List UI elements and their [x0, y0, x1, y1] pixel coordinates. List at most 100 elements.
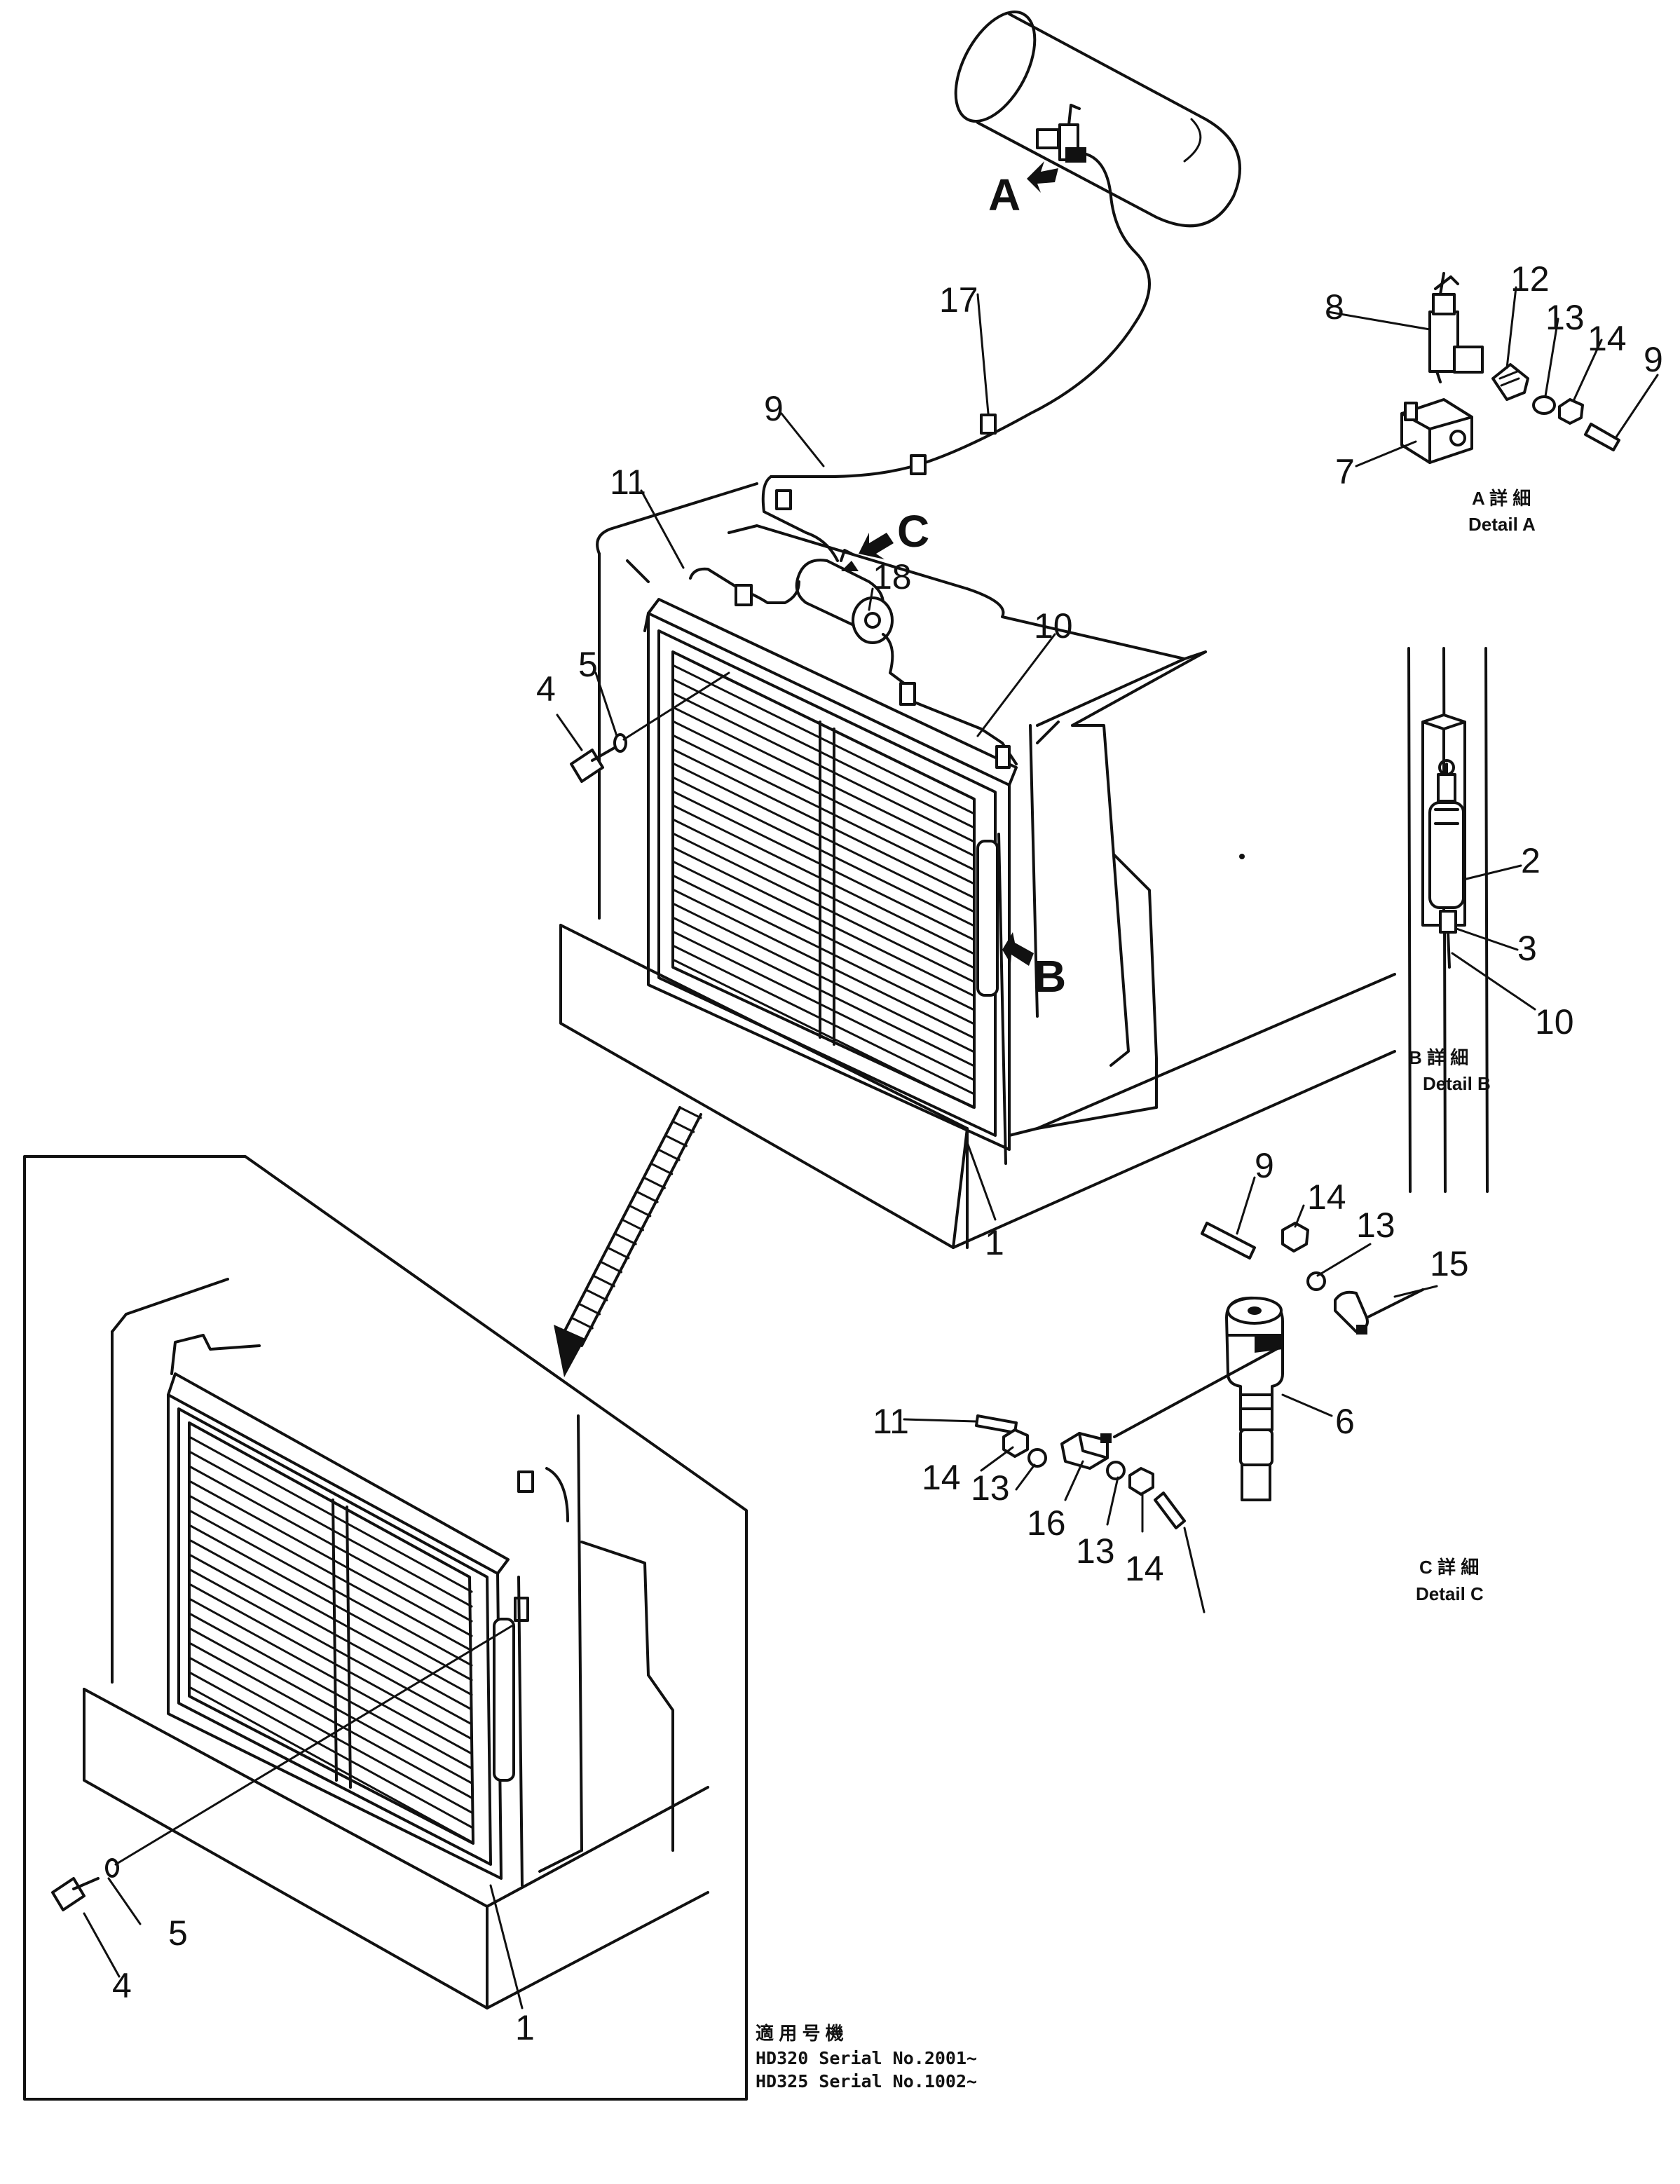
callout-14-c3: 14 — [1125, 1549, 1164, 1588]
stray-dot — [1239, 854, 1245, 859]
detail-b-cylinder-2 — [1428, 759, 1465, 909]
detail-a-caption-en: Detail A — [1468, 514, 1536, 535]
applicability-heading: 適 用 号 機 — [756, 2023, 844, 2044]
detail-c-nut-14c — [1128, 1467, 1154, 1496]
guide-hatch — [599, 1260, 623, 1274]
shutter-slat — [189, 1569, 473, 1726]
shutter-slat — [189, 1466, 473, 1623]
shutter-slat — [673, 735, 974, 885]
detail-b-caption-en: Detail B — [1423, 1073, 1491, 1094]
detail-c-leaders — [903, 1176, 1438, 1533]
guide-hatch — [635, 1190, 659, 1203]
shutter-slat — [673, 749, 974, 899]
callout-15: 15 — [1430, 1244, 1469, 1283]
callout-14-a: 14 — [1587, 319, 1627, 358]
callout-14-c2: 14 — [922, 1458, 961, 1497]
view-guide-arrow — [554, 1106, 702, 1377]
view-arrow-b — [1002, 932, 1034, 966]
air-tank — [954, 11, 1241, 228]
shutter-slat — [673, 917, 974, 1067]
shutter-slat — [673, 903, 974, 1053]
guide-hatch — [613, 1232, 637, 1245]
callout-10-b: 10 — [1535, 1002, 1574, 1042]
detail-c-sleeve-13a — [1306, 1271, 1326, 1291]
shutter-slat — [673, 959, 974, 1109]
callout-13-c2: 13 — [971, 1468, 1010, 1508]
callout-4-main: 4 — [536, 669, 556, 709]
callout-1-main: 1 — [985, 1223, 1004, 1262]
detail-a-drain-valve-8 — [1428, 272, 1484, 383]
shutter-slat — [673, 875, 974, 1025]
guide-hatch — [592, 1274, 615, 1288]
view-label-a: A — [988, 170, 1020, 220]
guide-hatch — [671, 1120, 695, 1133]
view-label-b: B — [1034, 951, 1066, 1002]
air-pipes-10-11 — [689, 567, 1018, 769]
callout-13-c1: 13 — [1356, 1206, 1395, 1245]
shutter-slat — [673, 678, 974, 828]
detail-c-nut-14a — [1281, 1222, 1309, 1253]
detail-c-caption-en: Detail C — [1416, 1583, 1484, 1604]
callout-11-c: 11 — [873, 1402, 909, 1441]
shutter-slat — [673, 945, 974, 1095]
shutter-slat — [189, 1554, 473, 1711]
callout-18: 18 — [873, 557, 912, 596]
shutter-slat — [189, 1510, 473, 1667]
main-leaders — [556, 293, 1056, 1221]
shutter-slat — [189, 1627, 473, 1784]
callout-14-c1: 14 — [1307, 1178, 1346, 1217]
callout-9-a: 9 — [1644, 340, 1663, 379]
detail-c-pipe-lower — [1154, 1492, 1206, 1613]
guide-hatch — [628, 1204, 652, 1217]
shutter-slat — [673, 707, 974, 856]
view-arrow-a — [1027, 161, 1058, 193]
callout-11-main: 11 — [610, 463, 646, 502]
detail-b-caption-jp: B 詳 細 — [1409, 1047, 1468, 1068]
shutter-slat — [189, 1642, 473, 1799]
shutter-slat — [189, 1495, 473, 1652]
shutter-slat — [673, 777, 974, 927]
callout-9-c: 9 — [1255, 1146, 1274, 1185]
shutter-slat — [673, 833, 974, 983]
detail-c-sleeve-13b — [1027, 1448, 1047, 1468]
detail-a-leaders — [1327, 286, 1659, 467]
callout-13-c3: 13 — [1076, 1531, 1115, 1571]
guide-hatch — [657, 1148, 681, 1161]
air-pipe-9 — [761, 153, 1151, 562]
guide-hatch — [585, 1288, 608, 1302]
inset-leaders — [83, 1877, 524, 2009]
detail-c-tee-16 — [1060, 1432, 1112, 1470]
shutter-slat — [189, 1583, 473, 1740]
shutter-slat — [673, 763, 974, 913]
shutter-slat — [673, 721, 974, 871]
callout-13-a: 13 — [1545, 298, 1585, 337]
detail-a-block-7 — [1400, 398, 1473, 464]
detail-c-sleeve-13c — [1106, 1461, 1126, 1480]
shutter-slat — [673, 692, 974, 842]
detail-b-elbow-3 — [1439, 910, 1457, 969]
applicability-line-2: HD325 Serial No.1002~ — [756, 2071, 977, 2091]
callout-9-main: 9 — [764, 389, 784, 428]
callout-8: 8 — [1325, 287, 1344, 327]
callout-17: 17 — [939, 280, 978, 320]
shutter-slat — [189, 1598, 473, 1755]
callout-6: 6 — [1335, 1402, 1355, 1441]
callout-10-main: 10 — [1034, 606, 1073, 646]
shutter-slat — [673, 805, 974, 955]
inset-bolt-4 — [51, 1625, 513, 1911]
shutter-slat — [189, 1480, 473, 1637]
detail-a-pipe-9 — [1584, 423, 1620, 451]
shutter-slat — [673, 664, 974, 814]
applicability-line-1: HD320 Serial No.2001~ — [756, 2048, 977, 2068]
engine-hood-body — [559, 482, 1396, 1249]
shutter-slat — [673, 889, 974, 1039]
guide-hatch — [664, 1134, 688, 1147]
bolt-4-upper — [570, 671, 730, 783]
detail-c-elbow-15 — [1334, 1288, 1424, 1335]
shutter-slat — [673, 931, 974, 1081]
detail-a-caption-jp: A 詳 細 — [1472, 488, 1531, 509]
callout-5-inset: 5 — [168, 1913, 188, 1953]
detail-b-leaders — [1451, 864, 1536, 1011]
detail-c-pipe-9 — [1201, 1222, 1256, 1260]
view-label-c: C — [897, 506, 929, 557]
